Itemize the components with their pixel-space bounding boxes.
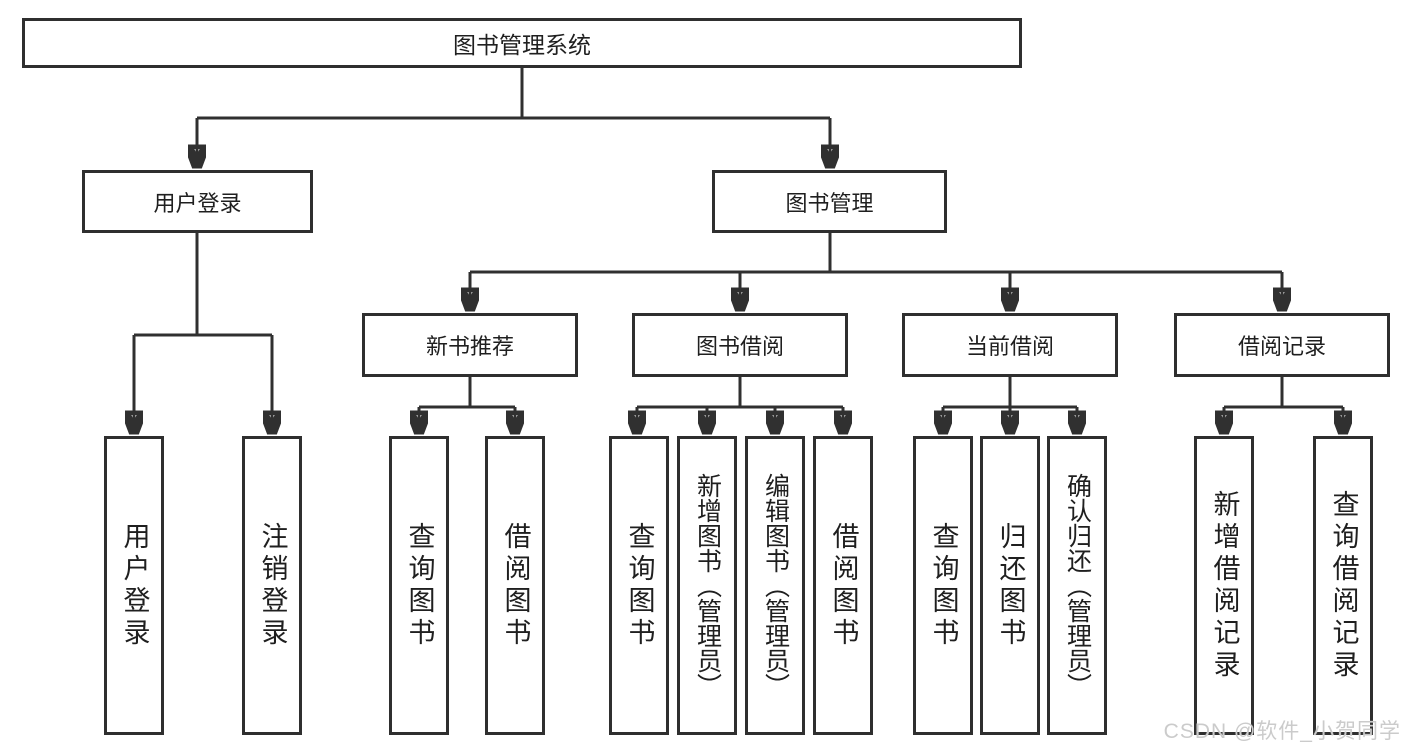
leaf-label: 查询图书 [624,521,655,650]
node-label: 图书管理 [785,190,874,216]
leaf-nb-borrow-books: 借阅图书 [485,436,545,735]
leaf-user-login: 用户登录 [104,436,164,735]
node-user-login: 用户登录 [82,170,313,233]
leaf-label: 确认归还（管理员） [1063,473,1092,698]
leaf-label: 新增借阅记录 [1209,489,1240,682]
leaf-logout: 注销登录 [242,436,302,735]
leaf-bb-edit-books-admin: 编辑图书（管理员） [745,436,805,735]
node-label: 用户登录 [153,190,242,216]
node-library-management-system: 图书管理系统 [22,18,1022,68]
leaf-label: 借阅图书 [500,521,531,650]
node-label: 当前借阅 [965,334,1054,359]
node-label: 图书管理系统 [453,32,591,58]
leaf-cb-query-books: 查询图书 [913,436,973,735]
leaf-label: 归还图书 [995,521,1026,650]
leaf-cb-return-books: 归还图书 [980,436,1040,735]
leaf-label: 编辑图书（管理员） [761,473,790,698]
node-borrow-records: 借阅记录 [1174,313,1390,377]
leaf-label: 注销登录 [257,521,288,650]
node-book-borrow: 图书借阅 [632,313,848,377]
leaf-label: 查询图书 [404,521,435,650]
leaf-bb-query-books: 查询图书 [609,436,669,735]
node-current-borrow: 当前借阅 [902,313,1118,377]
leaf-label: 新增图书（管理员） [693,473,722,698]
node-label: 图书借阅 [695,334,784,359]
leaf-nb-query-books: 查询图书 [389,436,449,735]
leaf-bb-add-books-admin: 新增图书（管理员） [677,436,737,735]
node-new-book-recommend: 新书推荐 [362,313,578,377]
leaf-cb-confirm-return-admin: 确认归还（管理员） [1047,436,1107,735]
leaf-label: 借阅图书 [828,521,859,650]
leaf-br-add-record: 新增借阅记录 [1194,436,1254,735]
leaf-label: 用户登录 [119,521,150,650]
node-label: 新书推荐 [425,334,514,359]
leaf-label: 查询借阅记录 [1328,489,1359,682]
node-book-management: 图书管理 [712,170,947,233]
leaf-br-query-record: 查询借阅记录 [1313,436,1373,735]
leaf-bb-borrow-books: 借阅图书 [813,436,873,735]
csdn-watermark: CSDN @软件_小贺同学 [1163,720,1401,743]
node-label: 借阅记录 [1237,334,1326,359]
leaf-label: 查询图书 [928,521,959,650]
